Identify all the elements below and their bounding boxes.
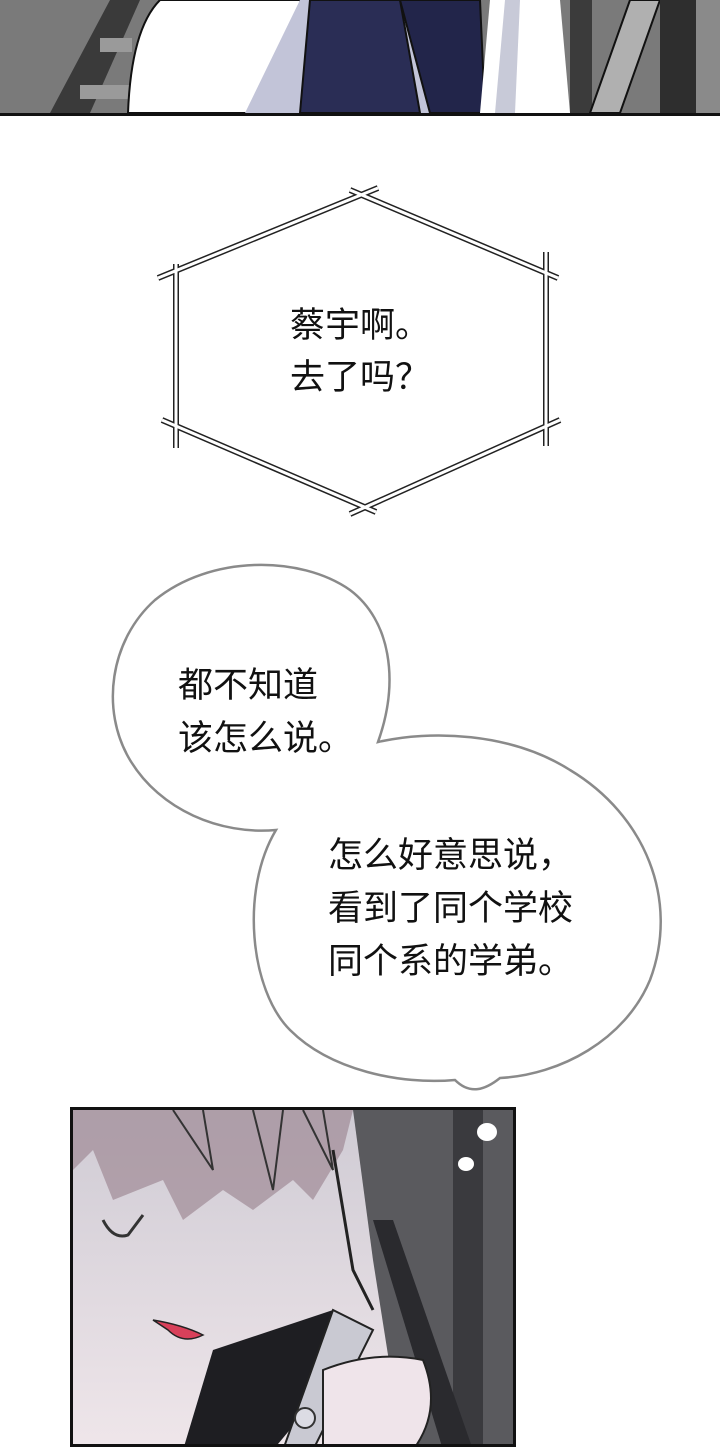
character-on-phone-illustration bbox=[73, 1110, 513, 1444]
bottom-panel-illustration bbox=[70, 1107, 516, 1447]
hexagon-caption-box: 蔡宇啊。 去了吗？ bbox=[150, 180, 570, 520]
top-panel-illustration bbox=[0, 0, 720, 116]
bubble-line: 怎么好意思说， bbox=[328, 836, 574, 876]
caption-text: 蔡宇啊。 去了吗？ bbox=[150, 300, 570, 404]
caption-line: 去了吗？ bbox=[289, 358, 430, 398]
speech-bubble-group: 都不知道 该怎么说。 怎么好意思说， 看到了同个学校 同个系的学弟。 bbox=[100, 560, 680, 1100]
caption-line: 蔡宇啊。 bbox=[289, 306, 430, 346]
bubble-line: 看到了同个学校 bbox=[328, 889, 574, 929]
bubble-line: 都不知道 bbox=[178, 666, 319, 706]
speech-bubble-1-text: 都不知道 该怎么说。 bbox=[178, 660, 353, 766]
speech-bubble-outline-icon bbox=[111, 563, 662, 1091]
hexagon-frame-icon bbox=[156, 185, 562, 517]
bubble-line: 该怎么说。 bbox=[178, 719, 354, 759]
bubble-line: 同个系的学弟。 bbox=[328, 942, 574, 982]
figure-illustration bbox=[0, 0, 720, 113]
speech-bubble-2-text: 怎么好意思说， 看到了同个学校 同个系的学弟。 bbox=[328, 830, 573, 989]
